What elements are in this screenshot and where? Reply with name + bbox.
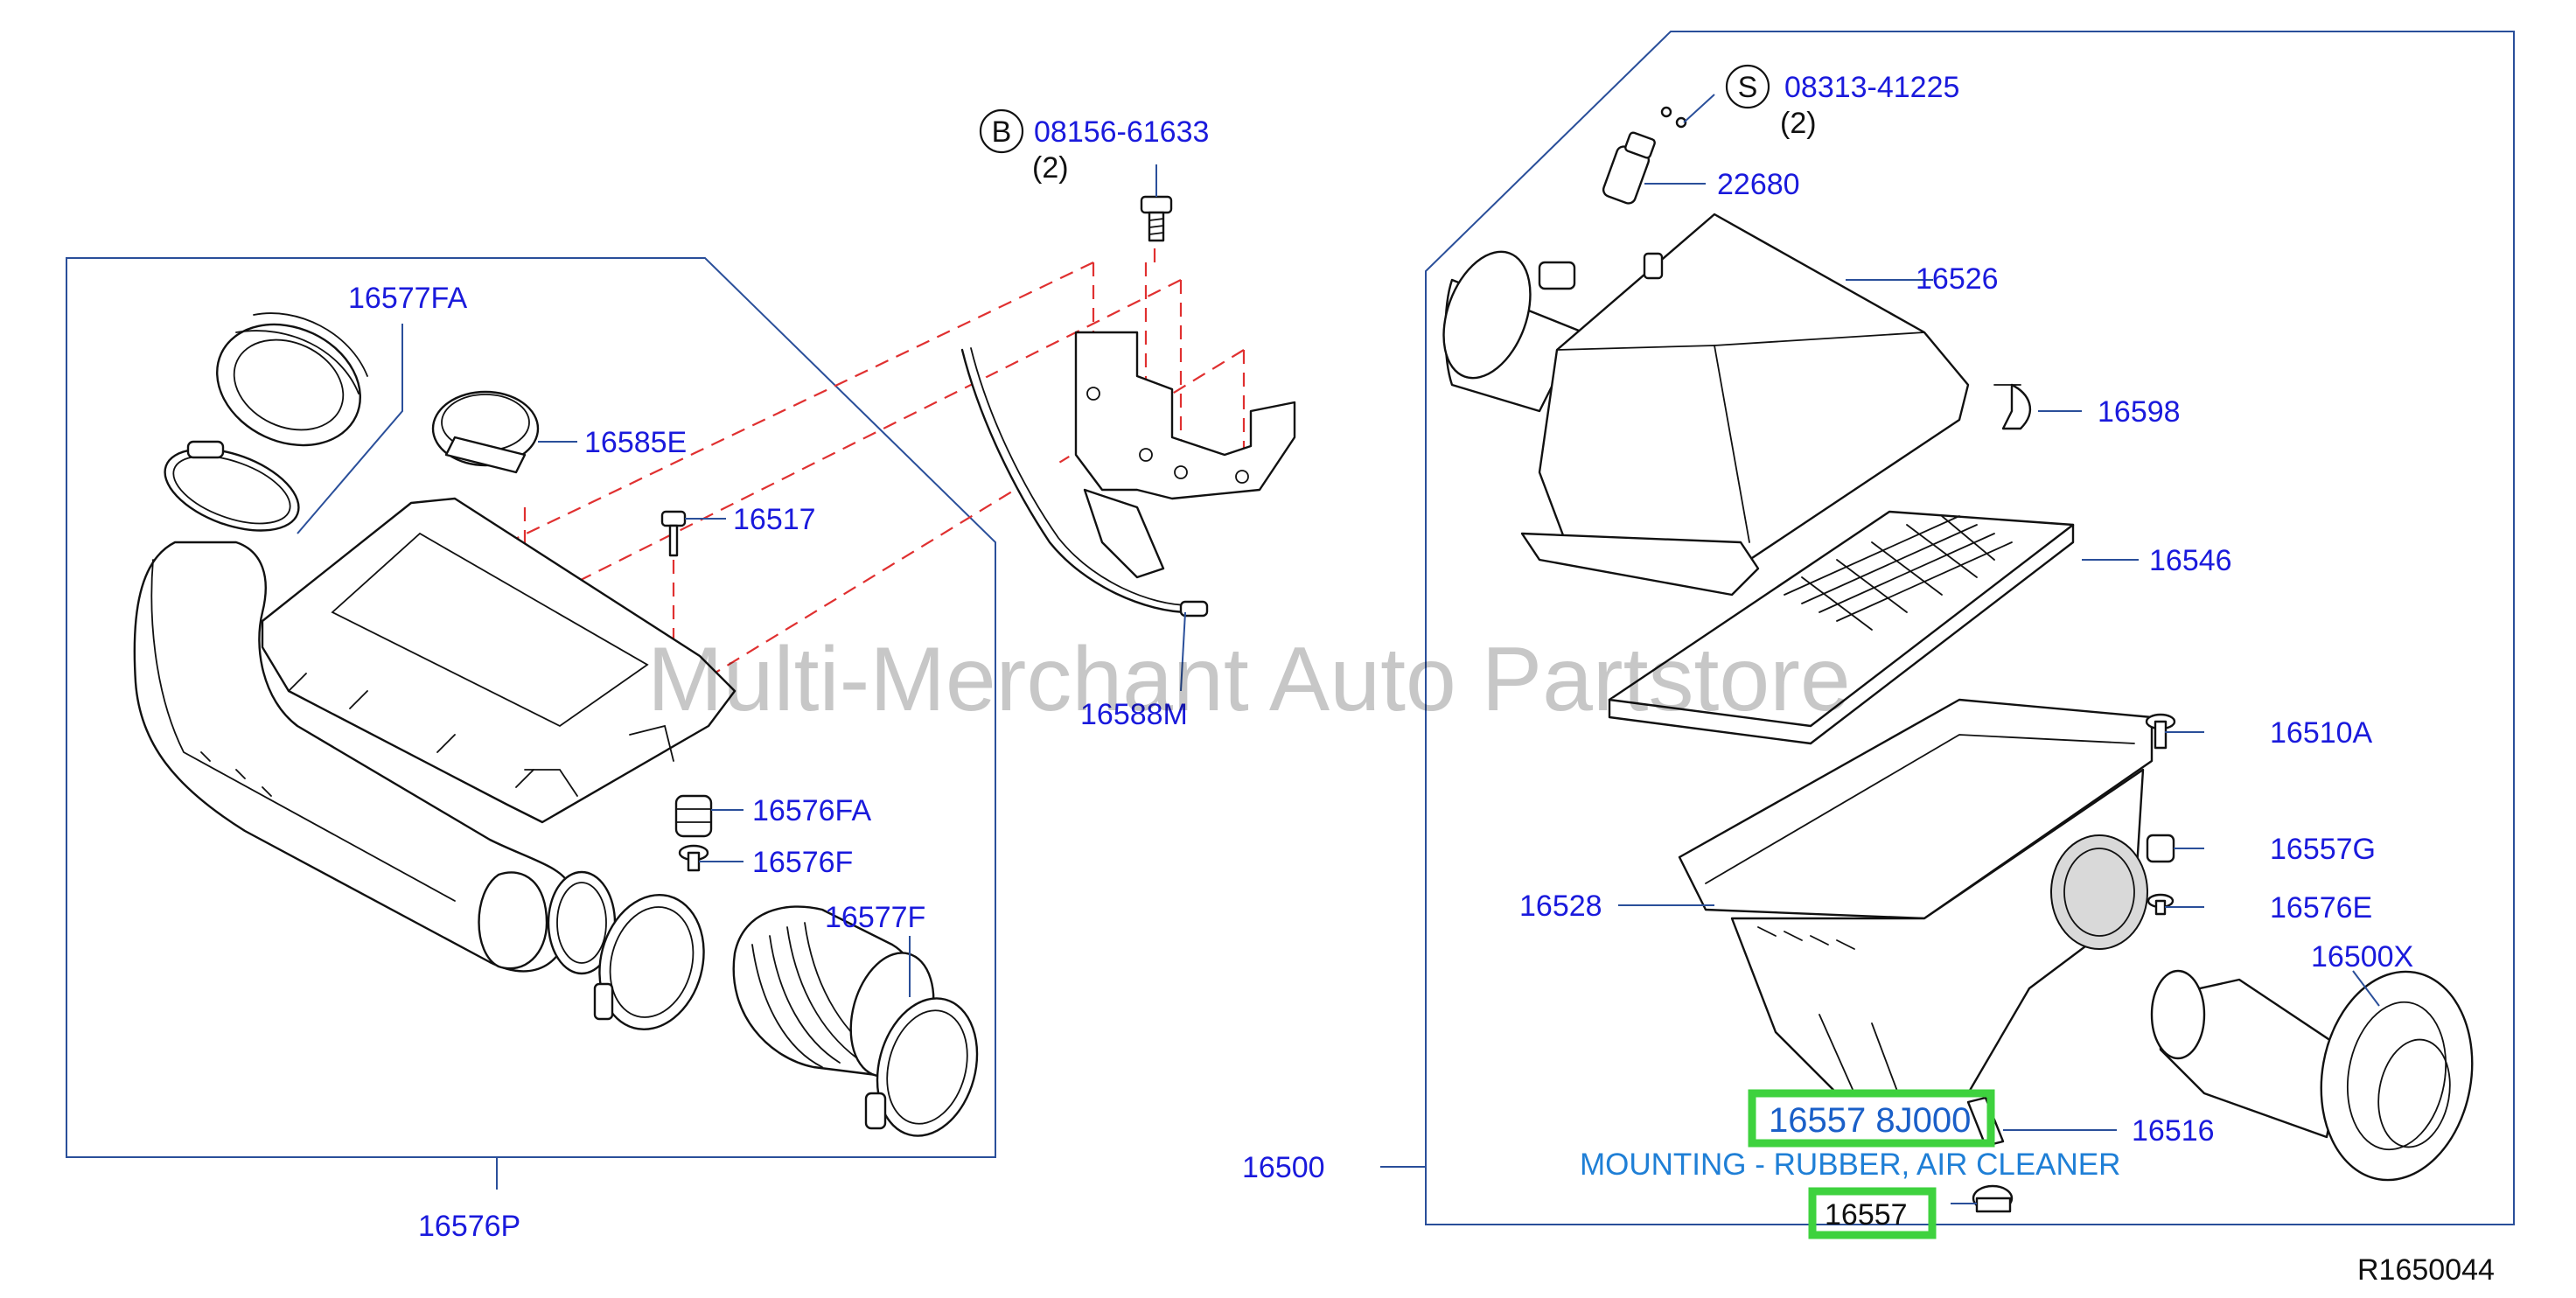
label-16576E: 16576E: [2270, 891, 2372, 925]
label-16585E: 16585E: [584, 426, 687, 459]
clamp-16577F-part: [864, 997, 979, 1137]
bolt-b-part: [1140, 195, 1173, 242]
clamp-duct-end-part: [593, 893, 705, 1031]
label-16500X: 16500X: [2311, 940, 2413, 974]
watermark: Multi-Merchant Auto Partstore: [647, 629, 1851, 730]
clip-16510A-part: [2145, 713, 2176, 750]
hose-16577F-part: [732, 905, 935, 1078]
pin-16576F-part: [678, 844, 709, 872]
clamp-16577FA-part: [164, 440, 300, 532]
label-16577F: 16577F: [825, 901, 925, 934]
callout-letter-b: B: [992, 115, 1012, 149]
label-16576FA: 16576FA: [752, 794, 871, 827]
highlight-box-secondary[interactable]: [1808, 1187, 1937, 1239]
upper-cover-16526-part: [1442, 213, 1970, 597]
sensor-22680-part: [1602, 106, 1687, 205]
screw-16517-part: [660, 510, 687, 557]
lower-case-16528-part: [1678, 698, 2154, 1095]
reference-code: R1650044: [2357, 1253, 2495, 1287]
label-bolt-b-qty: (2): [1032, 151, 1069, 185]
label-16557G: 16557G: [2270, 833, 2376, 866]
label-22680: 22680: [1717, 168, 1800, 201]
label-bolt-b-number: 08156-61633: [1034, 115, 1209, 149]
highlight-box-primary[interactable]: [1748, 1089, 1995, 1148]
rubber-16576FA-part: [674, 794, 713, 838]
label-16546: 16546: [2149, 544, 2232, 577]
label-16588M: 16588M: [1080, 698, 1188, 731]
highlight-description: MOUNTING - RUBBER, AIR CLEANER: [1580, 1148, 2120, 1182]
right-group-frame: [1425, 31, 2515, 1225]
label-16577FA: 16577FA: [348, 282, 467, 315]
air-duct-part: [133, 541, 617, 975]
label-16526: 16526: [1916, 262, 1999, 296]
pin-16576E-part: [2147, 893, 2175, 916]
label-16517: 16517: [733, 503, 816, 536]
grommet-16557G-part: [2146, 834, 2175, 863]
highlight-primary-number[interactable]: 16557 8J000: [1769, 1101, 1971, 1140]
left-group-frame: [66, 257, 996, 1158]
label-screw-s-number: 08313-41225: [1784, 71, 1959, 104]
clip-16598-part: [1993, 383, 2031, 430]
filter-16546-part: [1608, 510, 2075, 745]
label-16576P: 16576P: [418, 1210, 520, 1243]
label-16516: 16516: [2132, 1114, 2215, 1148]
label-16510A: 16510A: [2270, 716, 2373, 750]
label-16576F: 16576F: [752, 846, 853, 879]
label-16598: 16598: [2098, 395, 2181, 429]
label-screw-s-qty: (2): [1780, 107, 1817, 140]
callout-circle-s: [1725, 64, 1770, 109]
callout-letter-s: S: [1738, 71, 1758, 104]
leader-lines: [297, 94, 2380, 1204]
pipe-16516-part: [1966, 1096, 2005, 1148]
highlight-secondary-number[interactable]: 16557: [1825, 1198, 1908, 1232]
resonator-body-part: [261, 497, 736, 824]
label-16500: 16500: [1242, 1151, 1325, 1184]
mount-rubber-16557-part: [1972, 1184, 2014, 1213]
label-16528: 16528: [1519, 890, 1602, 923]
hose-16577FA-part: [216, 312, 368, 447]
cap-16585E-part: [431, 390, 540, 474]
callout-circle-b: [979, 108, 1024, 154]
resonator-16500X-part: [2150, 969, 2474, 1182]
bracket-16588M-part: [960, 331, 1296, 618]
